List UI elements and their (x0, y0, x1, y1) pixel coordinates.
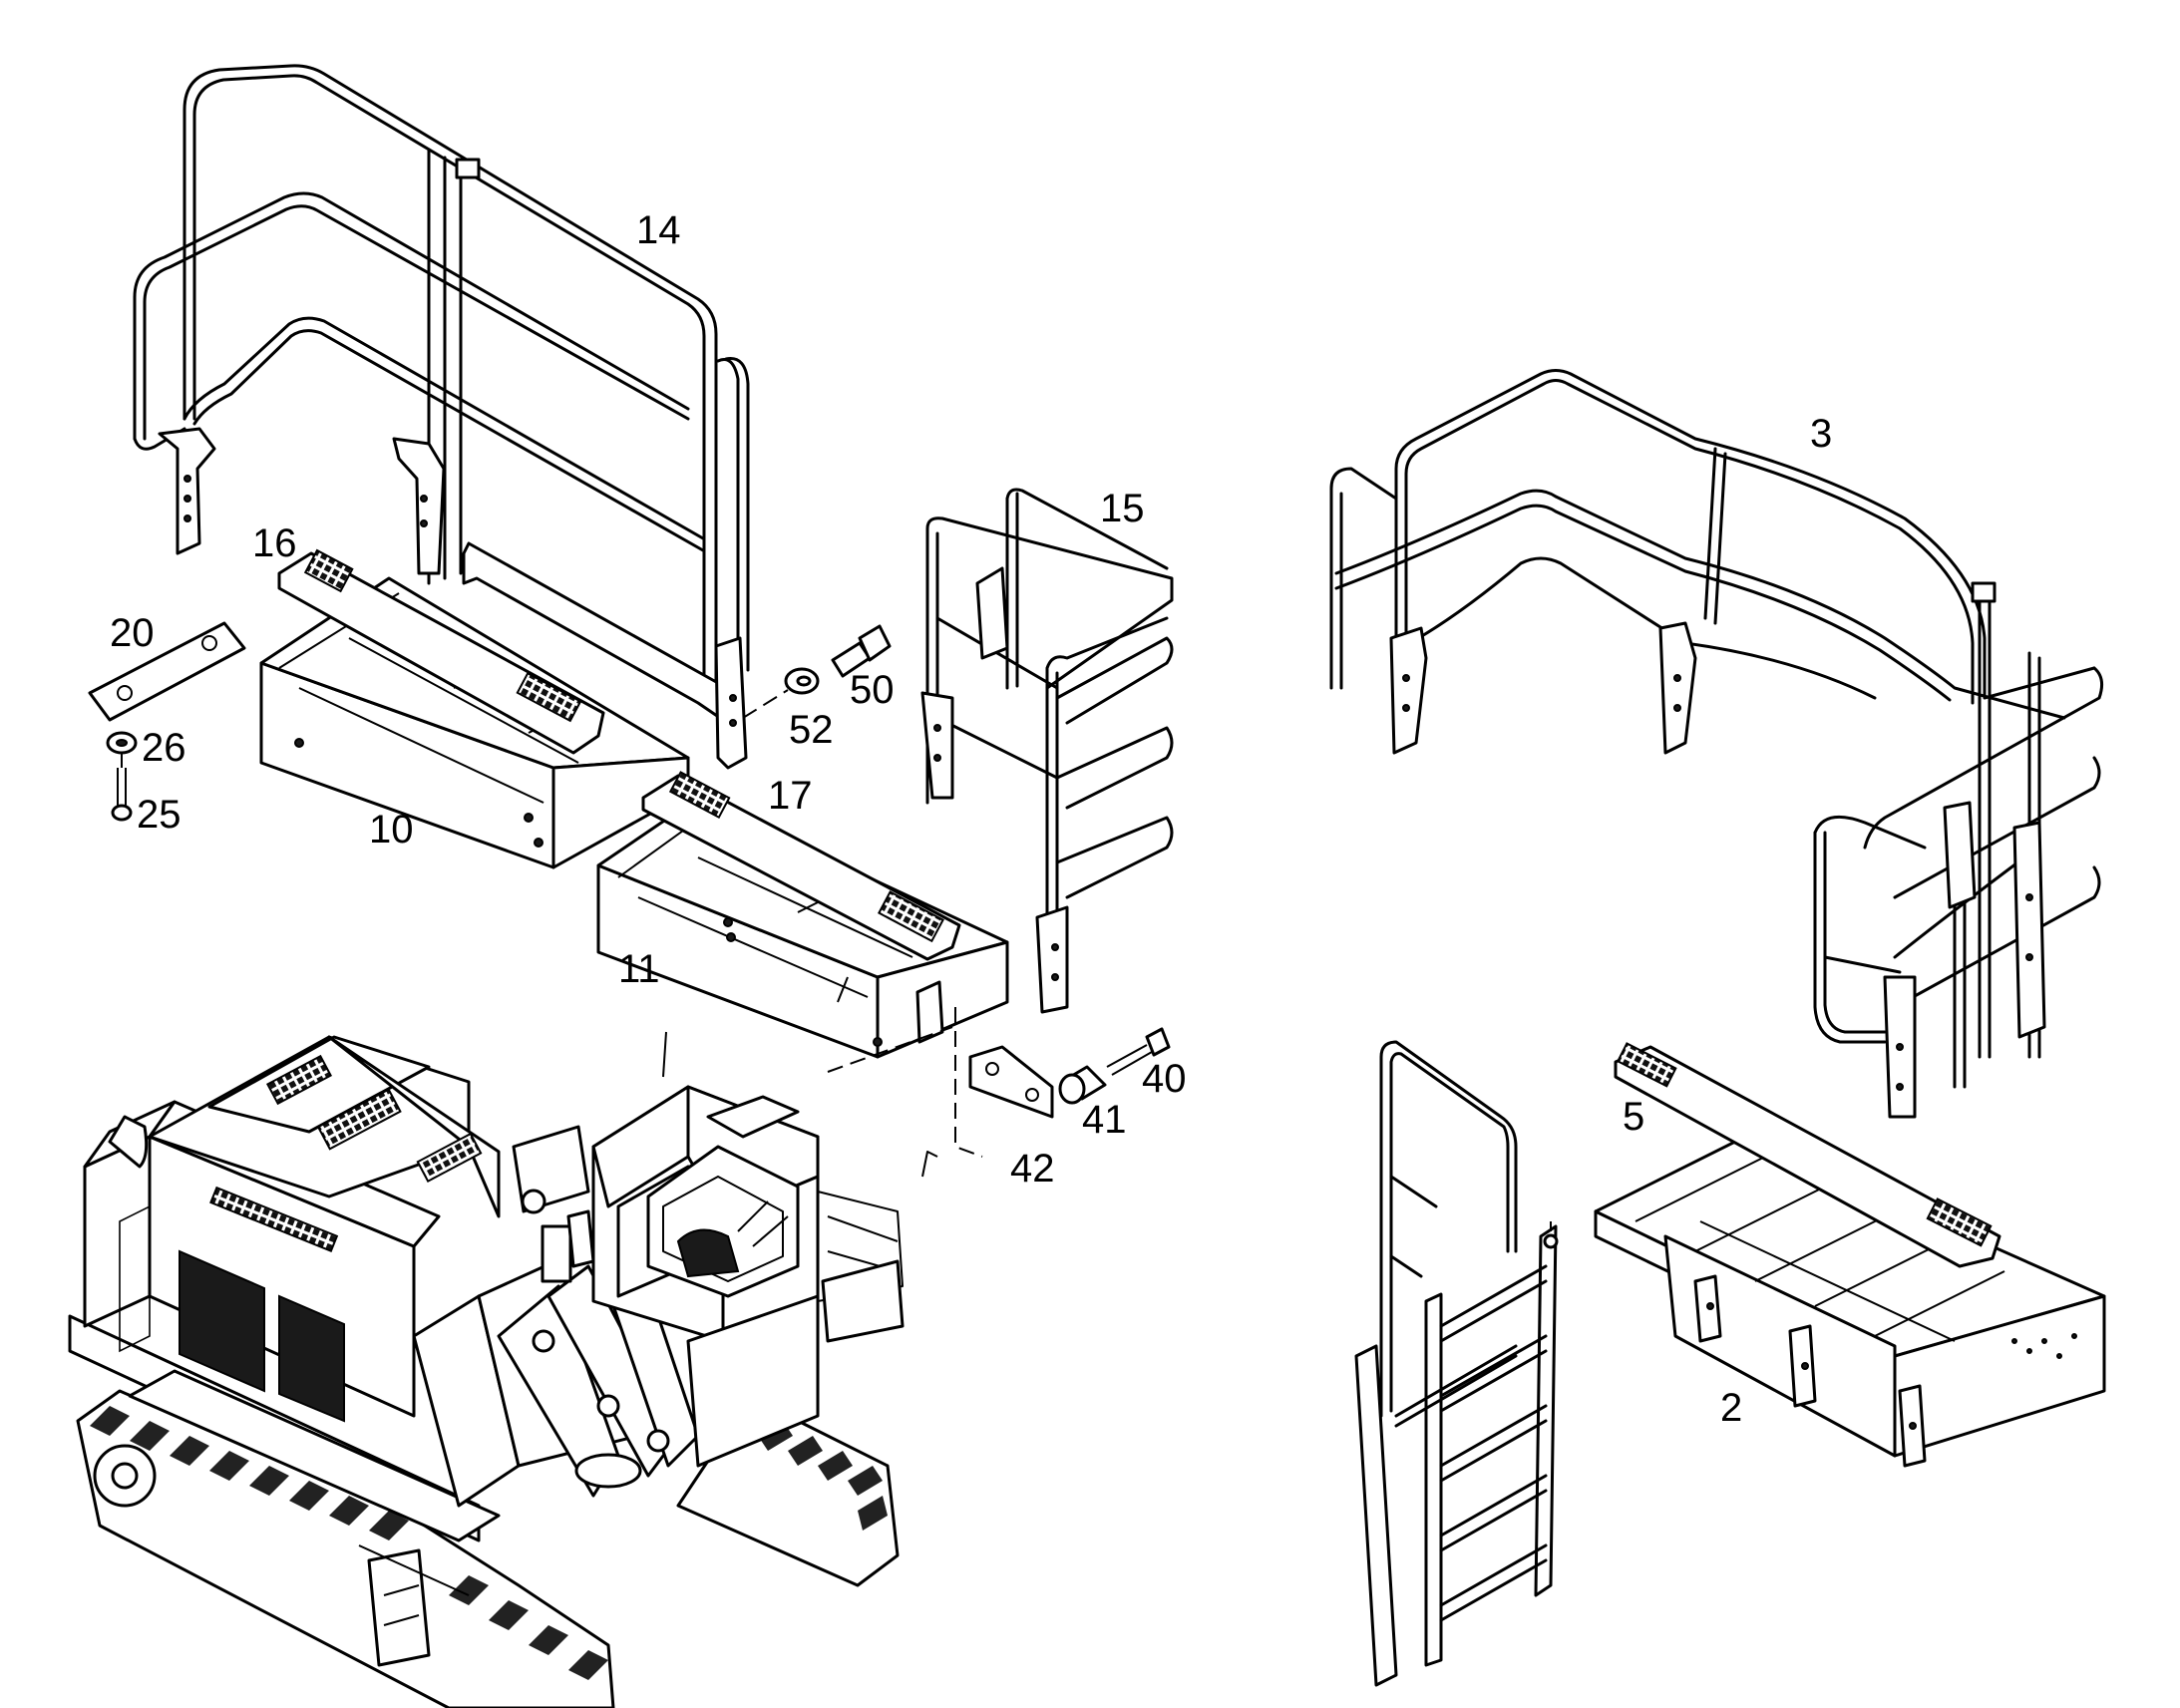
callout-10: 10 (369, 808, 414, 852)
bolt-50 (831, 624, 892, 678)
callout-14: 14 (636, 208, 681, 252)
platform-10 (259, 576, 690, 869)
handrail-15 (920, 488, 1174, 1014)
callout-41: 41 (1082, 1098, 1127, 1142)
handrail-14 (133, 64, 750, 770)
callout-40: 40 (1142, 1057, 1187, 1101)
step-plate-17 (641, 771, 961, 961)
washer-26 (106, 731, 138, 755)
callout-25: 25 (137, 793, 182, 837)
bolt-25 (111, 753, 133, 822)
callout-15: 15 (1100, 487, 1145, 530)
ladder (1354, 1040, 1559, 1687)
washer-52 (784, 667, 820, 695)
platform-2 (1594, 1135, 2106, 1468)
excavator-machine (68, 1031, 938, 1708)
callout-16: 16 (252, 521, 297, 565)
callout-20: 20 (110, 611, 155, 655)
callout-labels: 14 15 16 17 20 26 25 10 11 52 50 40 41 4… (110, 208, 1832, 1430)
callout-5: 5 (1623, 1095, 1644, 1139)
callout-3: 3 (1810, 412, 1832, 456)
callout-50: 50 (850, 668, 895, 712)
callout-17: 17 (768, 774, 813, 818)
plate-42 (968, 1045, 1054, 1119)
callout-11: 11 (618, 947, 660, 991)
bushing-41 (1058, 1065, 1107, 1105)
callout-26: 26 (142, 726, 186, 770)
step-plate-5 (1614, 1042, 2001, 1268)
plate-20 (88, 621, 246, 722)
callout-52: 52 (789, 708, 834, 752)
bolt-40 (1106, 1027, 1171, 1076)
callout-2: 2 (1720, 1386, 1742, 1430)
handrail-3 (1329, 369, 2104, 1119)
callout-42: 42 (1010, 1147, 1055, 1191)
step-plate-16 (277, 548, 605, 755)
